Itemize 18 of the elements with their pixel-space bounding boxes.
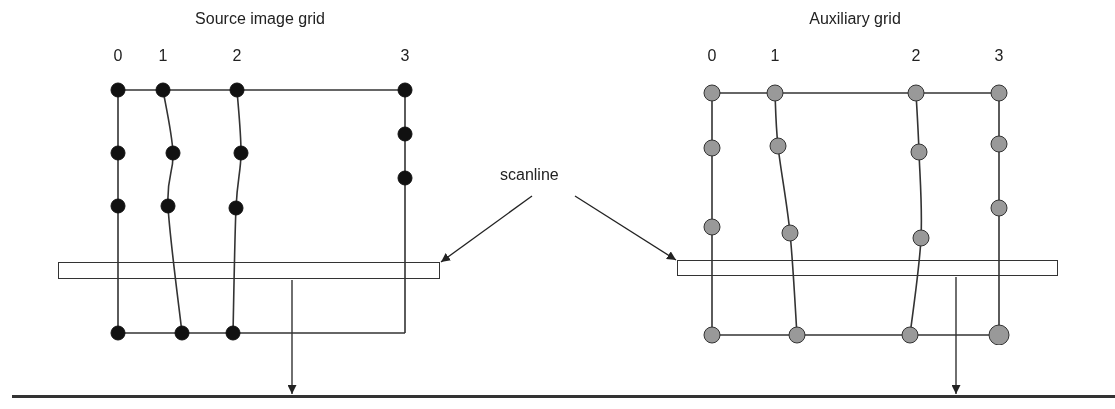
column-number: 3 [399,47,411,65]
column-number: 1 [157,47,169,65]
arrow [440,195,533,263]
column-number: 2 [231,47,243,65]
scanline-bar [58,262,440,279]
column-number: 2 [910,47,922,65]
column-number: 0 [706,47,718,65]
column-number: 0 [112,47,124,65]
arrow [951,276,961,395]
grid-title: Source image grid [194,10,326,28]
column-number: 3 [993,47,1005,65]
grid-title: Auxiliary grid [808,10,902,28]
arrow [574,195,677,261]
arrow [287,279,297,395]
scanline-bar [677,260,1058,276]
scanline-label: scanline [500,166,559,184]
output-line [12,395,1115,398]
column-number: 1 [769,47,781,65]
